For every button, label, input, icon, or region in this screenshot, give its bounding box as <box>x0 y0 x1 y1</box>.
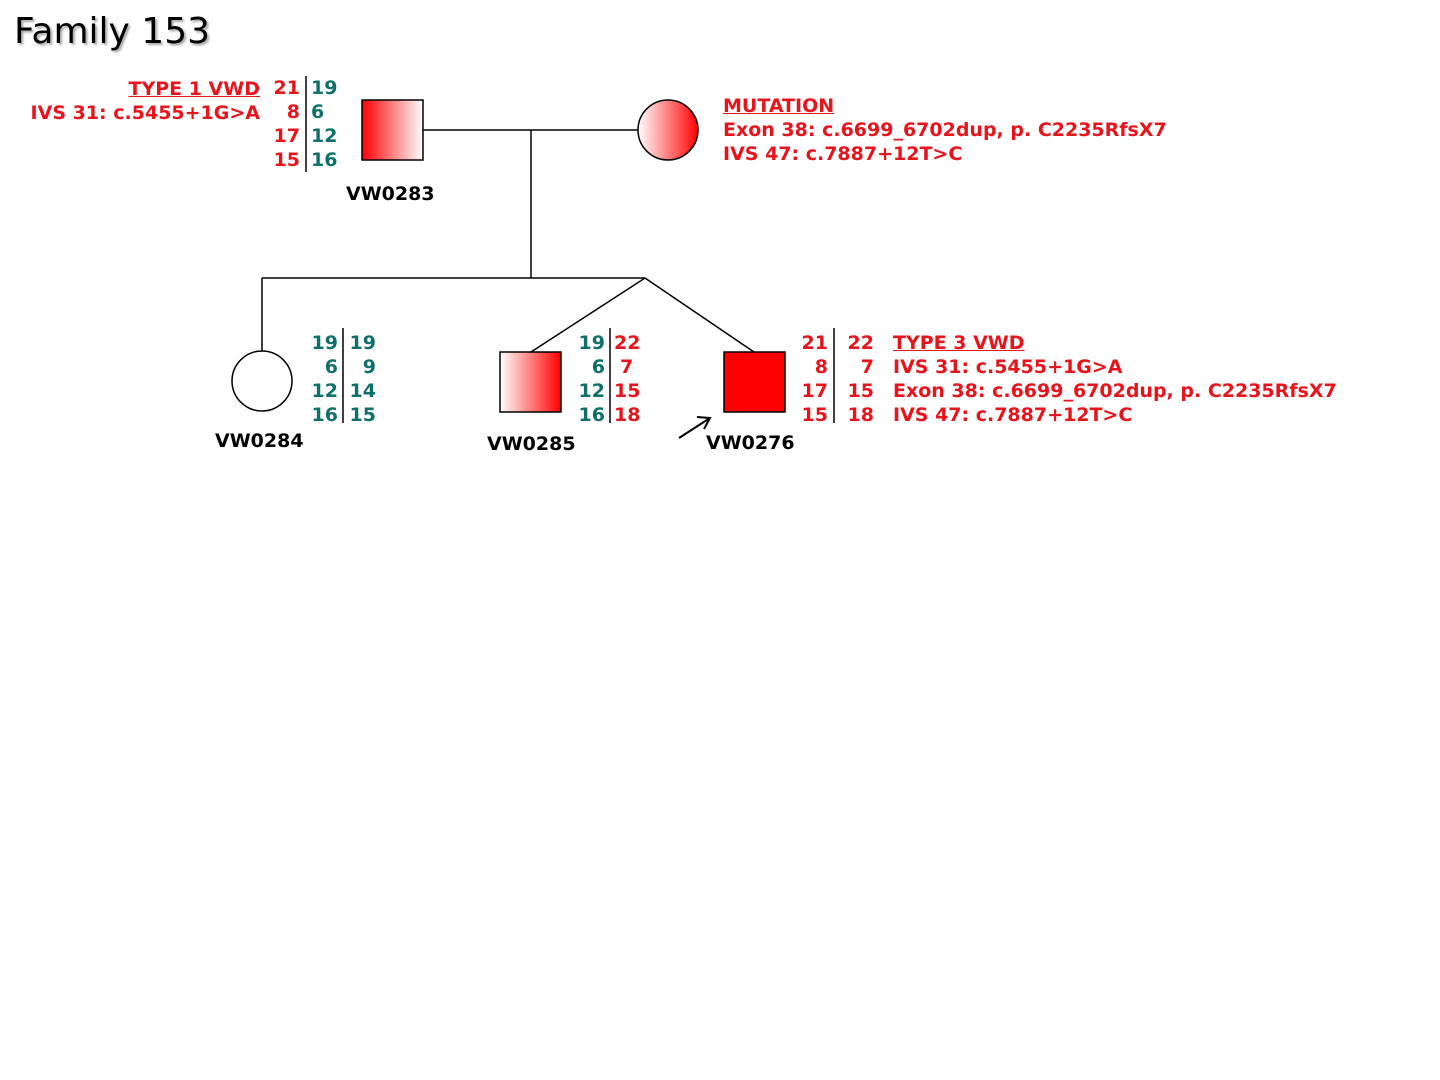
child-line-vw0276 <box>644 277 755 353</box>
vw0285-haplotype-left: 19 6 12 16 <box>567 331 605 427</box>
vw0285-haplotype-right: 22 7 15 18 <box>614 331 654 427</box>
allele: 8 <box>814 356 828 378</box>
vw0284-haplotype-left: 19 6 12 16 <box>300 331 338 427</box>
mother-mutation-1: Exon 38: c.6699_6702dup, p. C2235RfsX7 <box>723 119 1167 141</box>
vw0284-id-label: VW0284 <box>215 430 304 452</box>
vw0276-haplotype-right: 22 7 15 18 <box>840 331 874 427</box>
allele: 16 <box>311 404 338 426</box>
father-haplotype-right: 19 6 12 16 <box>311 76 351 172</box>
father-square-symbol <box>361 99 424 161</box>
allele: 14 <box>349 380 376 402</box>
allele: 8 <box>286 101 300 123</box>
father-haplotype-left: 21 8 17 15 <box>262 76 300 172</box>
father-diagnosis-label: TYPE 1 VWD <box>128 78 260 100</box>
allele: 19 <box>349 332 376 354</box>
allele: 6 <box>591 356 605 378</box>
proband-arrow-icon <box>678 416 712 439</box>
allele: 12 <box>311 380 338 402</box>
proband-square-symbol <box>723 351 786 413</box>
mother-mutation-heading: MUTATION <box>723 95 835 117</box>
allele: 6 <box>311 101 325 123</box>
allele: 22 <box>847 332 874 354</box>
allele: 7 <box>860 356 874 378</box>
allele: 15 <box>273 149 300 171</box>
vw0276-diagnosis-label: TYPE 3 VWD <box>893 332 1025 354</box>
father-mutation-label: IVS 31: c.5455+1G>A <box>30 102 260 124</box>
allele: 12 <box>578 380 605 402</box>
father-id-label: VW0283 <box>346 183 435 205</box>
allele: 15 <box>801 404 828 426</box>
allele: 16 <box>578 404 605 426</box>
allele: 19 <box>578 332 605 354</box>
allele: 15 <box>349 404 376 426</box>
allele: 15 <box>847 380 874 402</box>
allele: 19 <box>311 332 338 354</box>
daughter-circle-symbol <box>231 350 293 412</box>
allele: 12 <box>311 125 338 147</box>
allele: 6 <box>324 356 338 378</box>
allele: 18 <box>847 404 874 426</box>
allele: 16 <box>311 149 338 171</box>
vw0276-mutation-3: IVS 47: c.7887+12T>C <box>893 404 1133 426</box>
mother-mutation-2: IVS 47: c.7887+12T>C <box>723 143 963 165</box>
allele: 7 <box>620 356 634 378</box>
allele: 21 <box>801 332 828 354</box>
allele: 15 <box>614 380 641 402</box>
allele: 17 <box>273 125 300 147</box>
vw0284-haplotype-right: 19 9 14 15 <box>346 331 376 427</box>
vw0285-id-label: VW0285 <box>487 433 576 455</box>
vw0276-haplotype-left: 21 8 17 15 <box>790 331 828 427</box>
allele: 17 <box>801 380 828 402</box>
vw0276-mutation-2: Exon 38: c.6699_6702dup, p. C2235RfsX7 <box>893 380 1337 402</box>
allele: 19 <box>311 77 338 99</box>
allele: 22 <box>614 332 641 354</box>
vw0276-mutation-1: IVS 31: c.5455+1G>A <box>893 356 1123 378</box>
son-square-symbol <box>499 351 562 413</box>
vw0276-id-label: VW0276 <box>706 432 795 454</box>
child-line-vw0285 <box>530 277 646 353</box>
page-title: Family 153 <box>14 11 210 52</box>
allele: 9 <box>362 356 376 378</box>
allele: 18 <box>614 404 641 426</box>
mother-circle-symbol <box>637 99 699 161</box>
allele: 21 <box>273 77 300 99</box>
